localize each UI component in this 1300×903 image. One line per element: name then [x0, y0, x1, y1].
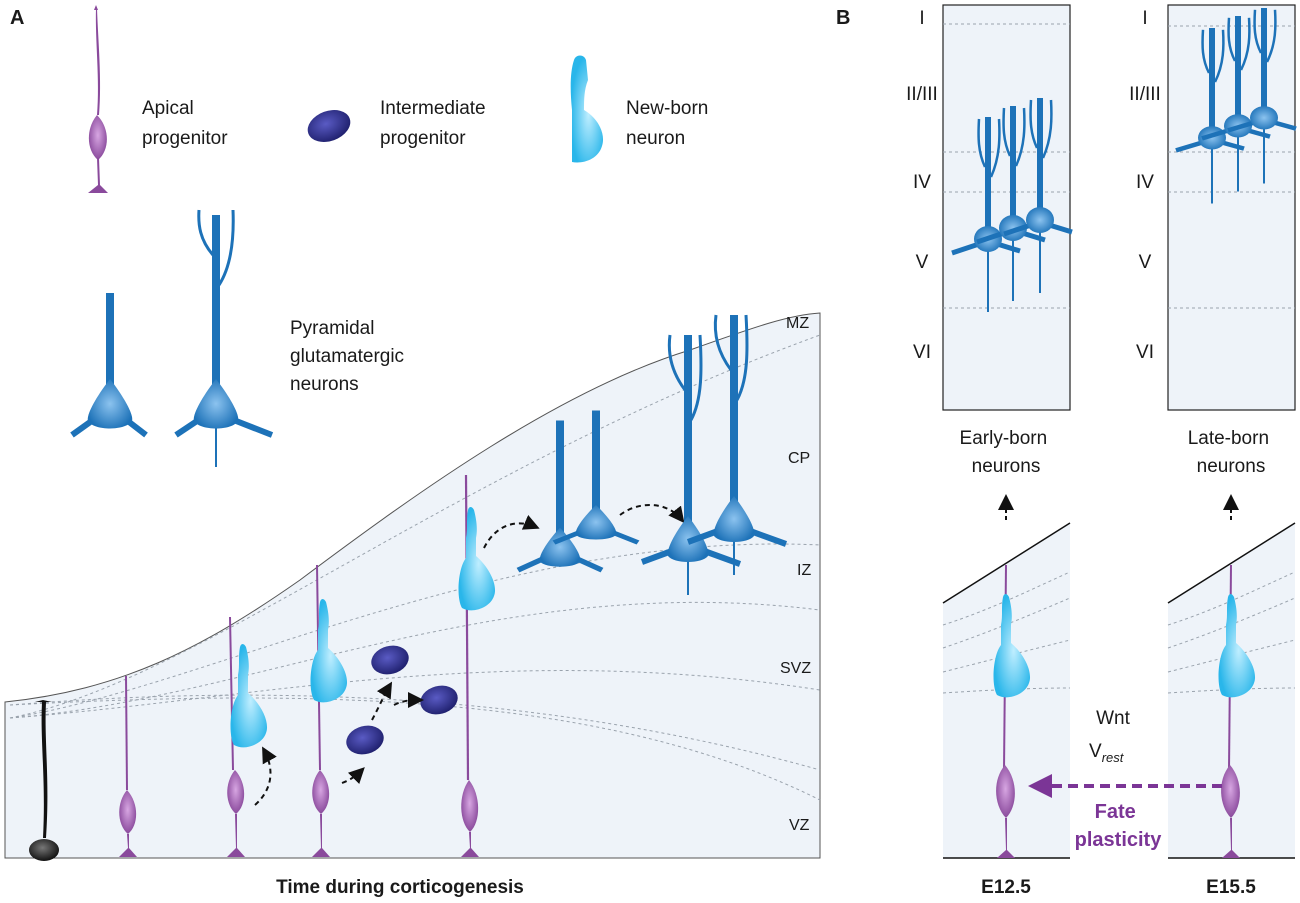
- neuroepithelial-cell: [29, 700, 59, 861]
- svg-text:IV: IV: [913, 172, 931, 193]
- wnt-label: Wnt: [1096, 708, 1131, 729]
- stage-label-early: E12.5: [981, 877, 1031, 898]
- e12-progenitor-slice: [942, 522, 1071, 859]
- vrest-label: Vrest: [1089, 741, 1125, 765]
- panel-b-label: B: [836, 7, 850, 29]
- svg-text:VI: VI: [913, 342, 931, 363]
- zone-boundaries: [9, 334, 821, 801]
- layer-labels-early: I II/III IV V VI: [906, 8, 938, 363]
- x-axis-label: Time during corticogenesis: [276, 877, 524, 898]
- pyramidal-neuron-icon: [70, 293, 148, 438]
- migration-arrows: [254, 503, 685, 806]
- legend-intermediate-label: Intermediate progenitor: [380, 98, 491, 149]
- svg-text:MZ: MZ: [786, 315, 809, 332]
- svg-text:I: I: [919, 8, 924, 29]
- svg-text:SVZ: SVZ: [780, 660, 811, 677]
- stage-label-late: E15.5: [1206, 877, 1256, 898]
- legend-apical-label: Apical progenitor: [142, 98, 228, 149]
- early-born-caption: Early-born neurons: [960, 428, 1053, 477]
- fate-plasticity-label: Fate plasticity: [1075, 801, 1163, 851]
- late-born-caption: Late-born neurons: [1188, 428, 1275, 477]
- svg-text:CP: CP: [788, 450, 810, 467]
- panel-a-label: A: [10, 7, 24, 29]
- svg-text:II/III: II/III: [906, 84, 938, 105]
- layer-labels-late: I II/III IV V VI: [1129, 8, 1161, 363]
- apical-progenitor: [227, 616, 245, 857]
- intermediate-progenitor-icon: [307, 110, 351, 142]
- svg-text:V: V: [1139, 252, 1152, 273]
- apical-progenitor: [461, 474, 479, 857]
- legend-pyramidal-label: Pyramidal glutamatergic neurons: [290, 318, 409, 395]
- cortex-region: [4, 312, 821, 859]
- svg-text:VI: VI: [1136, 342, 1154, 363]
- e15-progenitor-slice: [1167, 522, 1296, 859]
- apical-progenitor: [119, 675, 137, 857]
- legend-newborn-label: New-born neuron: [626, 98, 714, 149]
- svg-text:II/III: II/III: [1129, 84, 1161, 105]
- apical-progenitor-icon: [88, 5, 108, 193]
- late-layer-box: [1167, 4, 1296, 411]
- svg-text:IZ: IZ: [797, 562, 811, 579]
- svg-text:VZ: VZ: [789, 817, 810, 834]
- differentiation-arrows: [998, 494, 1239, 520]
- newborn-neuron-icon: [570, 55, 604, 163]
- svg-text:V: V: [916, 252, 929, 273]
- early-layer-box: [942, 4, 1072, 411]
- svg-text:IV: IV: [1136, 172, 1154, 193]
- zone-labels: MZ CP IZ SVZ VZ: [780, 315, 811, 834]
- svg-text:I: I: [1142, 8, 1147, 29]
- mature-pyramidal-neuron-icon: [174, 209, 274, 467]
